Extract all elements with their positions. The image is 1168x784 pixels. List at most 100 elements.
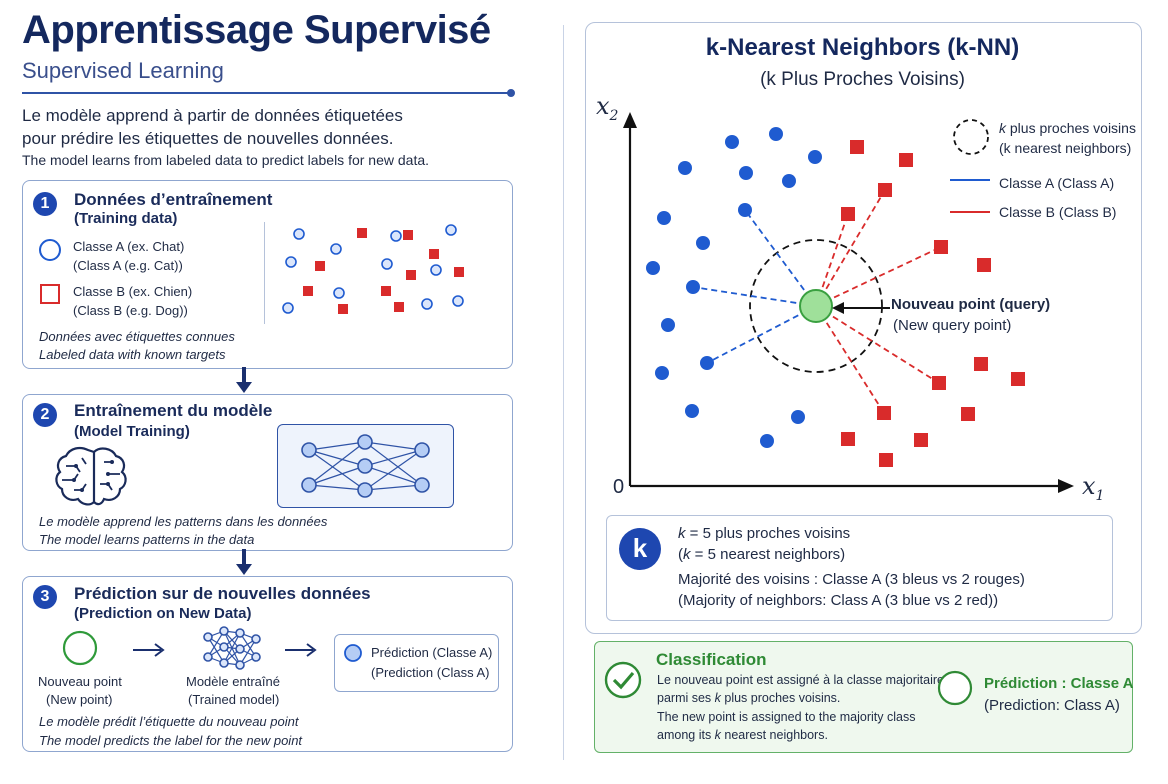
class-a-point	[452, 295, 464, 307]
class-a-point	[390, 230, 402, 242]
class-a-point	[381, 258, 393, 270]
class-a-point	[646, 261, 660, 275]
model-nn-node	[235, 628, 245, 638]
class-a-point	[760, 434, 774, 448]
brain-icon	[55, 446, 127, 506]
classification-fr2-post: plus proches voisins.	[720, 691, 841, 705]
nn-edge	[364, 465, 423, 486]
classification-en2-k: k	[714, 728, 721, 742]
trained-model-label-fr: Modèle entraîné	[186, 674, 280, 689]
k-info-line2-pre: (	[678, 546, 683, 563]
nn-edge	[364, 484, 423, 491]
class-a-point	[738, 203, 752, 217]
nn-node	[414, 477, 430, 493]
query-pointer-arrow	[832, 302, 890, 314]
class-a-point	[282, 302, 294, 314]
class-b-point	[934, 240, 948, 254]
arrow-right-icon	[285, 643, 317, 657]
class-a-point	[661, 318, 675, 332]
legend-class-a-line	[950, 179, 990, 181]
class-b-point	[974, 357, 988, 371]
class-a-point	[285, 256, 297, 268]
model-nn-node	[219, 626, 229, 636]
class-b-point	[454, 267, 464, 277]
query-label-fr: Nouveau point (query)	[891, 296, 1051, 313]
nn-edge	[364, 449, 423, 467]
step1-card	[22, 180, 513, 369]
class-a-label-fr: Classe A (ex. Chat)	[73, 239, 185, 254]
nn-edge	[308, 484, 366, 491]
classification-en2-pre: among its	[657, 728, 715, 742]
classification-fr2-pre: parmi ses	[657, 691, 715, 705]
nn-edge	[364, 449, 423, 491]
classification-en1: The new point is assigned to the majorit…	[657, 710, 916, 724]
classification-en2-post: nearest neighbors.	[720, 728, 828, 742]
model-nn-edge	[239, 638, 257, 666]
model-nn-edge	[223, 632, 241, 664]
class-b-point	[357, 228, 367, 238]
legend-class-a: Classe A (Class A)	[999, 175, 1115, 191]
k-neighbors-legend-icon	[953, 119, 989, 155]
query-point	[799, 289, 833, 323]
model-nn-node	[219, 642, 229, 652]
knn-title: k-Nearest Neighbors (k-NN)	[705, 34, 1020, 61]
neighbor-line-b	[815, 189, 886, 307]
class-a-point	[333, 287, 345, 299]
step3-title: Prédiction sur de nouvelles données	[74, 584, 371, 603]
k-info-line4: (Majority of neighbors: Class A (3 blue …	[678, 592, 999, 609]
x-axis-label: x1	[1082, 472, 1104, 504]
class-b-point	[315, 261, 325, 271]
classification-fr2-k: k	[714, 691, 721, 705]
neighbor-line-a	[706, 305, 817, 364]
class-a-point	[655, 366, 669, 380]
k-badge-icon: k	[619, 528, 661, 570]
step1-badge: 1	[33, 192, 57, 216]
class-a-point	[445, 224, 457, 236]
title-rule-dot	[507, 89, 515, 97]
model-nn-node	[203, 652, 213, 662]
class-a-point	[808, 150, 822, 164]
k-info-line3: Majorité des voisins : Classe A (3 bleus…	[678, 571, 1025, 588]
k-info-k1: k	[678, 525, 686, 542]
model-nn-edge	[207, 636, 225, 664]
classification-en2: among its k nearest neighbors.	[657, 726, 828, 744]
k-info-line1-text: = 5 plus proches voisins	[685, 525, 851, 542]
class-b-point	[841, 432, 855, 446]
prediction-label-fr: Prédiction (Classe A)	[371, 645, 493, 660]
class-b-label-en: (Class B (e.g. Dog))	[73, 303, 188, 318]
step3-note-en: The model predicts the label for the new…	[39, 733, 303, 748]
step2-note-fr: Le modèle apprend les patterns dans les …	[39, 514, 328, 529]
nn-node	[357, 482, 373, 498]
arrow-right-icon	[133, 643, 165, 657]
class-a-point	[769, 127, 783, 141]
prediction-result-en: (Prediction: Class A)	[984, 697, 1120, 714]
class-a-label-en: (Class A (e.g. Cat))	[73, 258, 183, 273]
class-a-point	[678, 161, 692, 175]
prediction-circle-icon	[937, 670, 973, 706]
trained-model-icon	[203, 626, 261, 670]
class-b-point	[877, 406, 891, 420]
model-nn-node	[219, 658, 229, 668]
classification-title: Classification	[656, 650, 767, 669]
class-b-point	[932, 376, 946, 390]
legend-k-var: k	[999, 120, 1006, 136]
title-rule	[22, 92, 510, 94]
page-title: Apprentissage Supervisé	[22, 8, 491, 52]
y-axis-var: x	[596, 92, 610, 120]
k-info-line2-text: = 5 nearest neighbors)	[690, 546, 846, 563]
intro-en: The model learns from labeled data to pr…	[22, 152, 430, 168]
nn-node	[301, 442, 317, 458]
nn-node	[357, 434, 373, 450]
legend-k-fr: k plus proches voisins	[999, 119, 1136, 138]
class-a-point	[421, 298, 433, 310]
nn-edge	[308, 449, 366, 491]
model-nn-node	[203, 632, 213, 642]
nn-edge	[308, 449, 366, 467]
class-b-point	[914, 433, 928, 447]
check-circle-icon	[604, 661, 642, 699]
class-b-point	[429, 249, 439, 259]
intro-fr-line1: Le modèle apprend à partir de données ét…	[22, 106, 403, 125]
origin-label: 0	[613, 476, 625, 498]
class-b-point	[381, 286, 391, 296]
